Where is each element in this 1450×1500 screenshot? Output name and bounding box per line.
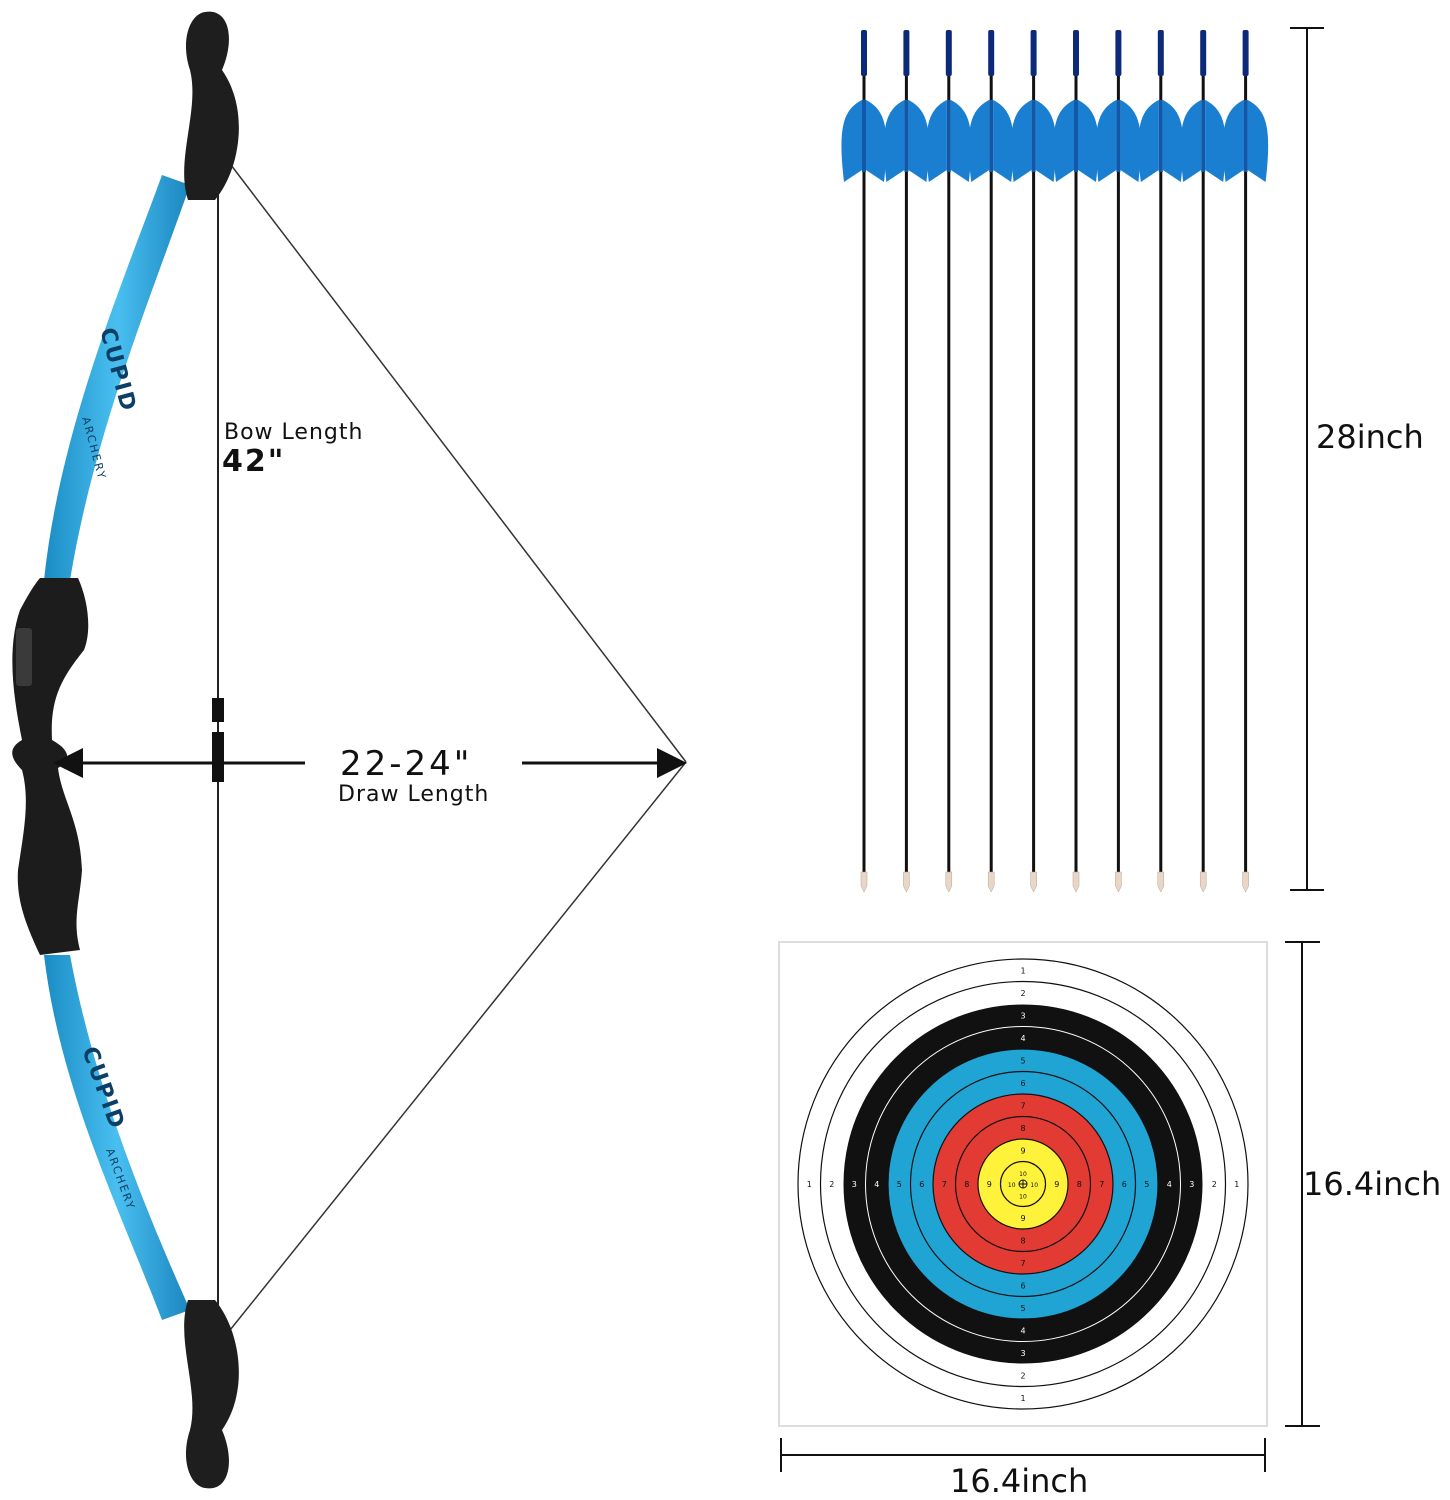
ring-number: 4 [1167,1180,1172,1189]
ring-number: 1 [1020,966,1025,975]
ring-number: 5 [1020,1056,1025,1065]
ring-number: 4 [1020,1034,1025,1043]
target-width-label: 16.4inch [950,1462,1089,1500]
target-height-dimension [1285,941,1320,1427]
arrow-length-label: 28inch [1316,418,1424,456]
ring-number: 4 [874,1180,879,1189]
arrow [1180,30,1226,893]
ring-number: 1 [807,1180,812,1189]
target-width-dimension [780,1438,1266,1472]
arrow-set [841,30,1269,893]
bow-length-label: Bow Length [224,420,364,445]
ring-number: 5 [897,1180,902,1189]
arrow [1095,30,1141,893]
draw-length-label: Draw Length [338,782,490,807]
ring-number: 4 [1020,1326,1025,1335]
arrow [926,30,972,893]
arrow [1011,30,1057,893]
upper-limb [44,175,190,580]
ring-number: 9 [987,1180,992,1189]
ring-number: 9 [1020,1146,1025,1155]
ring-number: 8 [1020,1124,1025,1133]
ring-number: 6 [1020,1281,1025,1290]
ring-number: 2 [1020,989,1025,998]
arrow [841,30,887,893]
ring-number: 7 [1099,1180,1104,1189]
lower-limb-tip [184,1300,239,1489]
ring-number: 3 [1020,1011,1025,1020]
arrow [1053,30,1099,893]
ring-number: 2 [1020,1371,1025,1380]
arrow [1223,30,1269,893]
ring-number: 5 [1020,1304,1025,1313]
draw-guide-top [217,147,687,763]
ring-number: 10 [1030,1182,1038,1189]
ring-number: 1 [1234,1180,1239,1189]
ring-number: 6 [919,1180,924,1189]
ring-number: 2 [829,1180,834,1189]
ring-number: 2 [1212,1180,1217,1189]
ring-number: 8 [1077,1180,1082,1189]
upper-limb-tip [184,11,239,200]
ring-number: 9 [1020,1214,1025,1223]
serving [212,732,224,782]
ring-number: 7 [942,1180,947,1189]
ring-number: 10 [1019,1193,1027,1200]
ring-number: 6 [1020,1079,1025,1088]
draw-length-value: 22-24" [340,744,473,784]
ring-number: 7 [1020,1101,1025,1110]
arrow [883,30,929,893]
ring-number: 3 [1020,1349,1025,1358]
ring-number: 3 [1189,1180,1194,1189]
ring-number: 10 [1008,1182,1016,1189]
arrow-rest [16,628,32,686]
ring-number: 7 [1020,1259,1025,1268]
ring-number: 6 [1122,1180,1127,1189]
arrow [968,30,1014,893]
ring-number: 8 [1020,1236,1025,1245]
bow-length-value: 42" [222,444,286,479]
arrow [1138,30,1184,893]
lower-limb [44,955,190,1320]
ring-number: 9 [1054,1180,1059,1189]
draw-guide-bottom [217,761,687,1346]
ring-number: 8 [964,1180,969,1189]
arrow-length-dimension [1290,27,1324,891]
ring-number: 1 [1020,1394,1025,1403]
target-height-label: 16.4inch [1303,1165,1442,1203]
nocking-point [212,698,224,722]
ring-number: 5 [1144,1180,1149,1189]
ring-number: 3 [852,1180,857,1189]
ring-number: 10 [1019,1171,1027,1178]
